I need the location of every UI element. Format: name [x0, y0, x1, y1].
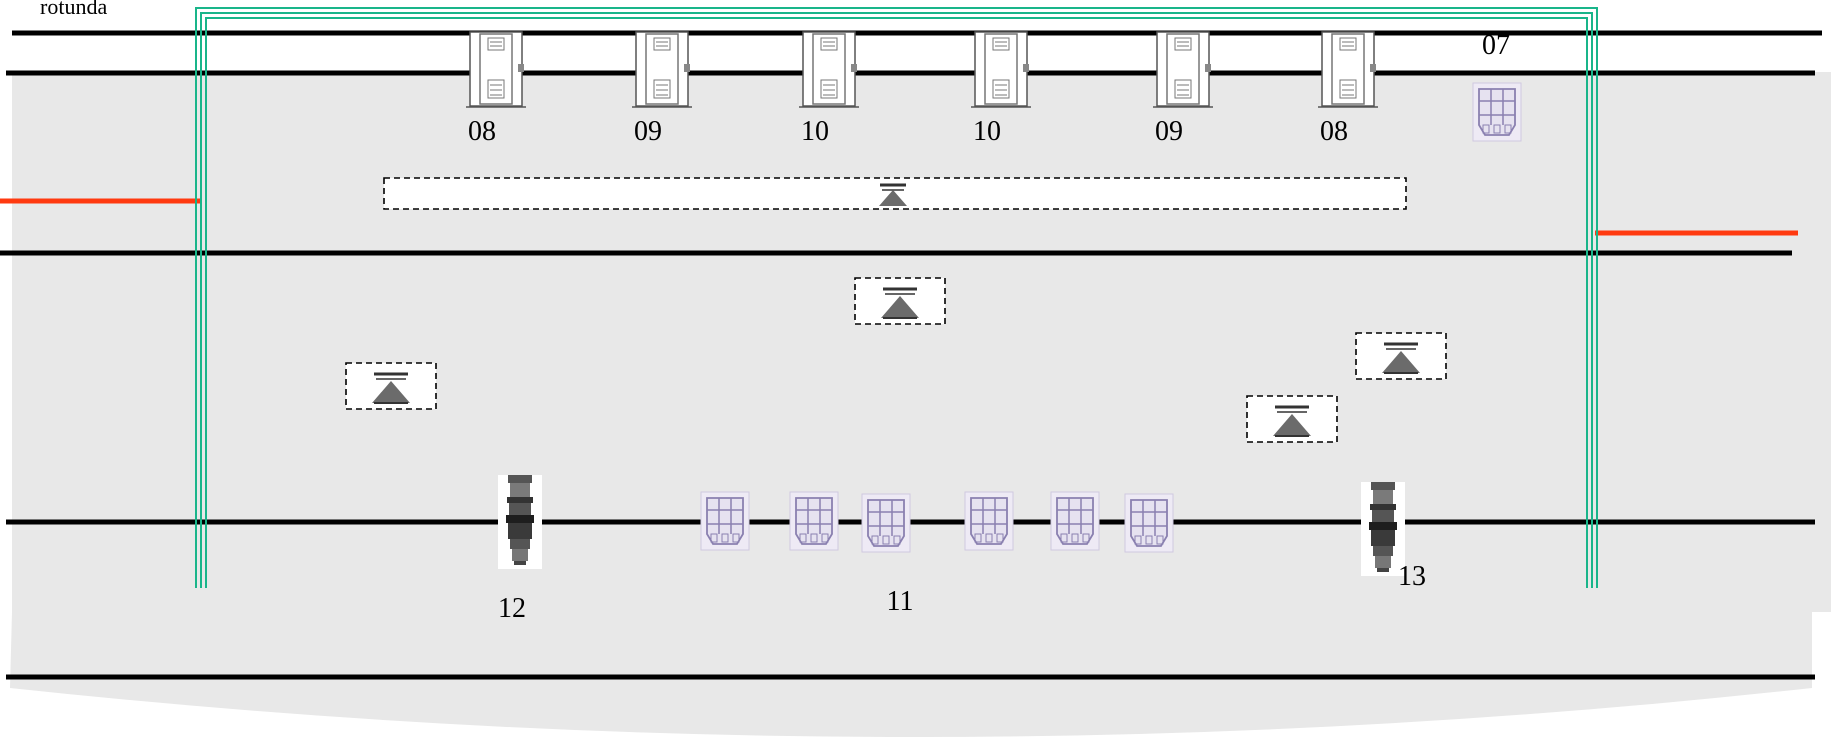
left-spot-12: 12: [498, 475, 542, 624]
corner-unit-07: 07: [1472, 30, 1522, 142]
upper-fixture-label: 09: [1155, 116, 1183, 147]
moving-head-icon: [465, 31, 527, 108]
truss-line-middle: [200, 12, 1593, 588]
upper-fixture-label: 08: [468, 116, 496, 147]
right-spot-13: 13: [1361, 482, 1426, 592]
floor-led-group: 11: [700, 491, 1174, 617]
led-wash-icon: [1472, 82, 1522, 142]
profile-spot-icon: [498, 475, 542, 569]
fog-machine-icon: [879, 183, 907, 206]
upper-fixture-label: 10: [973, 116, 1001, 147]
stage-floor: [10, 72, 1831, 737]
truss-line-outer: [195, 7, 1598, 588]
corner-unit-label: 07: [1482, 30, 1510, 61]
upper-fixture-5: 09: [1152, 31, 1214, 147]
led-wash-icon: [1050, 491, 1100, 551]
moving-head-icon: [1317, 31, 1379, 108]
upper-fixture-3: 10: [798, 31, 860, 147]
moving-head-icon: [631, 31, 693, 108]
moving-head-icon: [970, 31, 1032, 108]
fog-machine-icon: [1245, 394, 1339, 444]
accent-lines: [0, 198, 1798, 236]
upper-fixture-4: 10: [970, 31, 1032, 147]
moving-head-icon: [1152, 31, 1214, 108]
upper-fixture-1: 08: [465, 31, 527, 147]
corner-label: rotunda: [40, 0, 107, 19]
led-wash-icon: [861, 493, 911, 553]
truss-line-inner: [205, 17, 1588, 588]
moving-head-icon: [798, 31, 860, 108]
fog-machine-icon: [344, 361, 438, 411]
upper-fixture-label: 10: [801, 116, 829, 147]
fog-machine-icon: [853, 276, 947, 326]
led-wash-icon: [964, 491, 1014, 551]
left-spot-label: 12: [498, 593, 526, 624]
upper-row-fixtures: 08 09 10 10 09 08: [465, 31, 1379, 147]
upper-fixture-6: 08: [1317, 31, 1379, 147]
floor-group-label: 11: [887, 586, 914, 617]
right-spot-label: 13: [1398, 561, 1426, 592]
led-wash-icon: [700, 491, 750, 551]
stage-deck: [10, 72, 1831, 737]
upper-fixture-label: 08: [1320, 116, 1348, 147]
truss-frame: [195, 7, 1598, 588]
upper-fixture-label: 09: [634, 116, 662, 147]
led-wash-icon: [1124, 493, 1174, 553]
rigging-rails: [0, 30, 1822, 680]
upper-fixture-2: 09: [631, 31, 693, 147]
led-wash-icon: [789, 491, 839, 551]
fog-machine-icon: [1354, 331, 1448, 381]
